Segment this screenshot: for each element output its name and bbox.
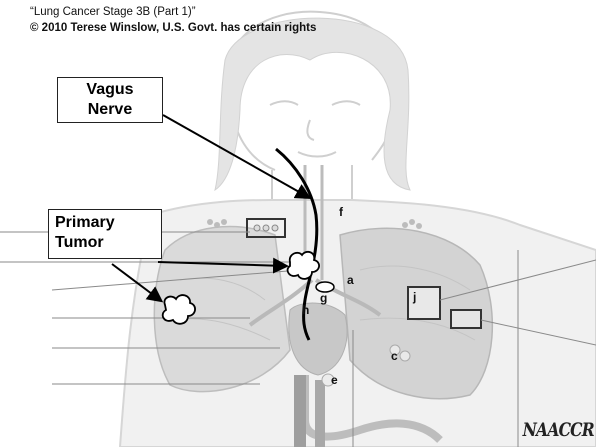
tumor-label-line2: Tumor: [55, 233, 161, 253]
inset-box-pleura: [451, 310, 481, 328]
label-f: f: [339, 205, 343, 219]
label-g: g: [320, 291, 327, 305]
label-a: a: [347, 273, 354, 287]
naaccr-logo: NAACCR: [523, 419, 594, 441]
vessel-left: [294, 375, 306, 447]
label-c: c: [391, 349, 398, 363]
tumor-label-line1: Primary: [55, 213, 161, 233]
vagus-nerve-callout: Vagus Nerve: [57, 77, 163, 123]
label-e: e: [331, 373, 338, 387]
label-h: h: [302, 303, 309, 317]
copyright-line: © 2010 Terese Winslow, U.S. Govt. has ce…: [30, 22, 316, 34]
hair-shape: [215, 18, 410, 190]
vagus-label-line1: Vagus: [58, 80, 162, 100]
slide-title: “Lung Cancer Stage 3B (Part 1)”: [30, 6, 196, 18]
primary-tumor-callout: Primary Tumor: [48, 209, 162, 259]
label-j: j: [413, 290, 416, 304]
vagus-label-line2: Nerve: [58, 100, 162, 120]
vessel-right: [315, 380, 325, 447]
